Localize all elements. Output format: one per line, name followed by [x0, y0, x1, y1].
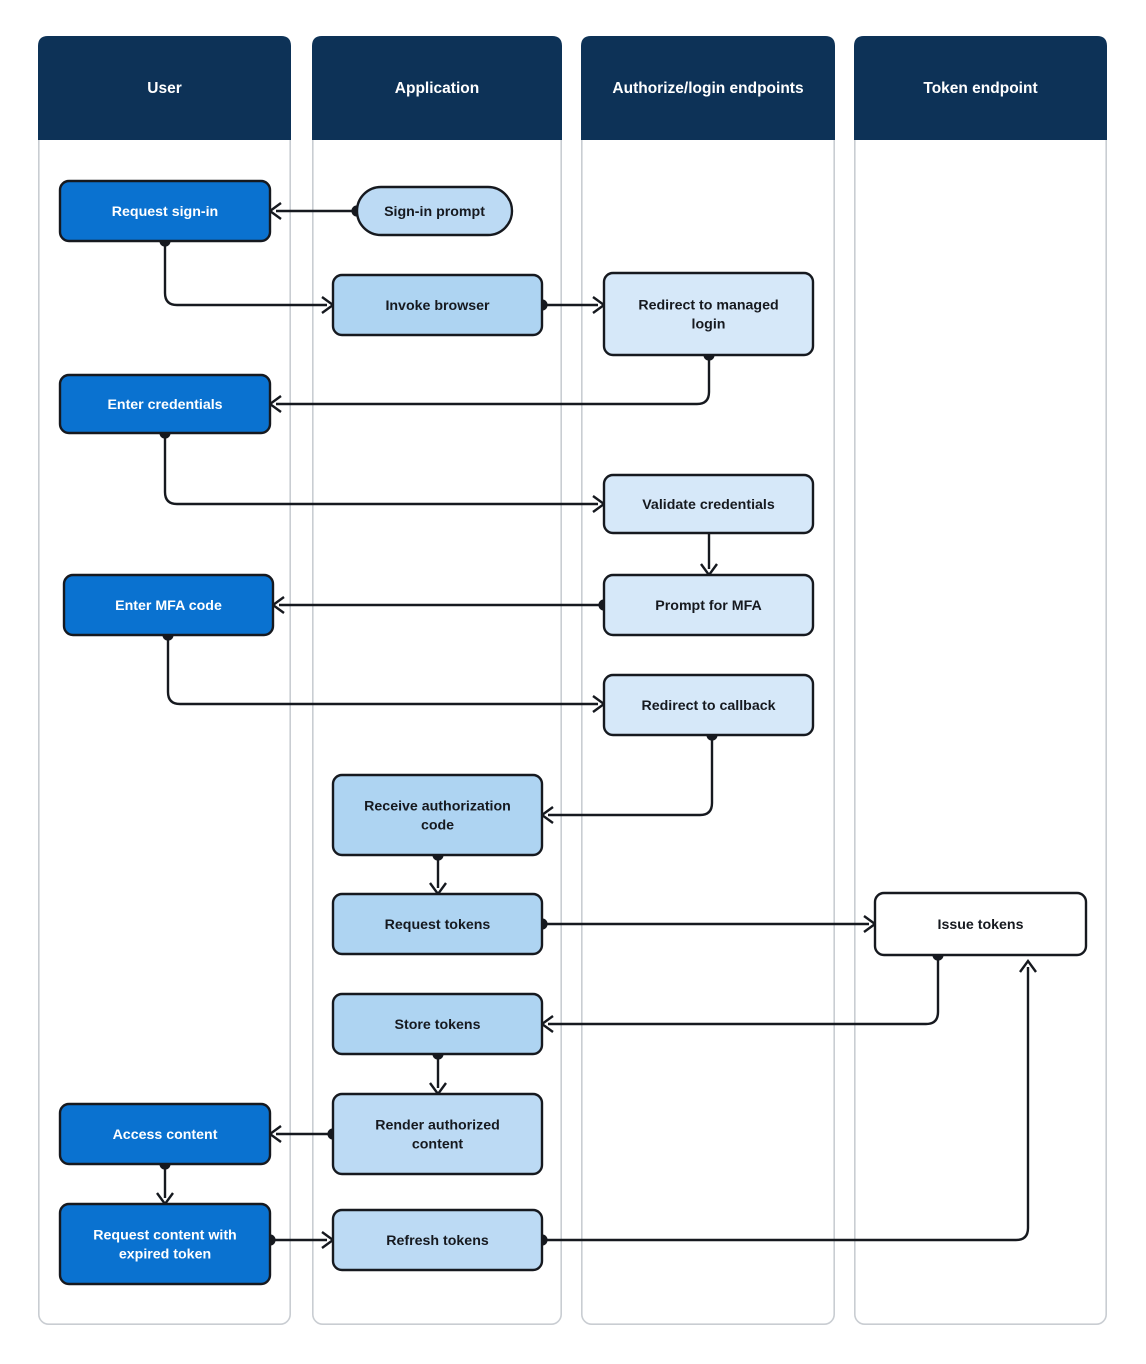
flow-node-shape[interactable]	[355, 185, 514, 237]
flow-node-label: Request tokens	[385, 917, 491, 933]
swimlane-header-authorize	[581, 36, 835, 140]
connector-line	[548, 735, 714, 817]
flow-node-shape[interactable]	[331, 992, 544, 1056]
connector-line	[163, 433, 598, 506]
connector-line	[548, 955, 940, 1026]
flow-node-access-content[interactable]: Access content	[58, 1102, 272, 1166]
flow-node-store-tokens[interactable]: Store tokens	[331, 992, 544, 1056]
swimlane-header-label-app: Application	[395, 80, 479, 97]
flow-node-redirect-callback[interactable]: Redirect to callback	[602, 673, 815, 737]
flow-node-refresh-tokens[interactable]: Refresh tokens	[331, 1208, 544, 1272]
flow-node-shape[interactable]	[602, 673, 815, 737]
flow-node-enter-mfa-code[interactable]: Enter MFA code	[62, 573, 275, 637]
flow-node-shape[interactable]	[331, 773, 544, 857]
flow-node-sign-in-prompt[interactable]: Sign-in prompt	[355, 185, 514, 237]
flow-node-label: Enter credentials	[107, 397, 222, 413]
flow-node-prompt-for-mfa[interactable]: Prompt for MFA	[602, 573, 815, 637]
flow-node-shape[interactable]	[873, 891, 1088, 957]
flow-node-shape[interactable]	[58, 179, 272, 243]
flow-node-shape[interactable]	[331, 1208, 544, 1272]
swimlane-header-label-token: Token endpoint	[923, 80, 1037, 97]
flow-node-shape[interactable]	[602, 573, 815, 637]
flow-node-shape[interactable]	[602, 271, 815, 357]
flow-node-label: Validate credentials	[642, 497, 775, 513]
flow-node-enter-credentials[interactable]: Enter credentials	[58, 373, 272, 435]
swimlane-user: User	[37, 35, 291, 1326]
flow-node-label: Request sign-in	[112, 204, 218, 220]
connector-line	[166, 635, 598, 706]
swimlane-header-user	[38, 36, 291, 140]
flow-node-label: Redirect to callback	[641, 698, 775, 714]
connector-arrowhead	[1019, 958, 1037, 973]
flow-node-shape[interactable]	[331, 273, 544, 337]
flow-node-label: Invoke browser	[385, 298, 490, 314]
swimlane-body-token	[853, 35, 1107, 1326]
flow-node-label: Enter MFA code	[115, 598, 222, 614]
flow-node-shape[interactable]	[58, 1102, 272, 1166]
flow-node-shape[interactable]	[331, 1092, 544, 1176]
flow-node-shape[interactable]	[602, 473, 815, 535]
swimlane-header-token	[854, 36, 1107, 140]
flow-node-invoke-browser[interactable]: Invoke browser	[331, 273, 544, 337]
swimlane-token: Token endpoint	[853, 35, 1107, 1326]
flow-node-shape[interactable]	[58, 373, 272, 435]
flow-node-validate-credentials[interactable]: Validate credentials	[602, 473, 815, 535]
connector-line	[276, 355, 711, 406]
flow-node-label: Access content	[113, 1127, 218, 1143]
swimlane-header-app	[312, 36, 562, 140]
flow-node-request-tokens[interactable]: Request tokens	[331, 892, 544, 956]
flow-node-label: Issue tokens	[938, 917, 1024, 933]
flow-node-label: Refresh tokens	[386, 1233, 489, 1249]
flow-node-shape[interactable]	[62, 573, 275, 637]
flow-node-label: Sign-in prompt	[384, 204, 485, 220]
flow-node-request-signin[interactable]: Request sign-in	[58, 179, 272, 243]
flow-node-label: Prompt for MFA	[655, 598, 761, 614]
flow-node-label: Store tokens	[395, 1017, 481, 1033]
flow-node-shape[interactable]	[331, 892, 544, 956]
flow-node-issue-tokens[interactable]: Issue tokens	[873, 891, 1088, 957]
connector-line	[542, 967, 1030, 1242]
connector-line	[163, 241, 327, 307]
flow-node-shape[interactable]	[58, 1202, 272, 1286]
swimlane-header-label-user: User	[147, 80, 181, 97]
swimlane-header-label-authorize: Authorize/login endpoints	[612, 80, 803, 97]
